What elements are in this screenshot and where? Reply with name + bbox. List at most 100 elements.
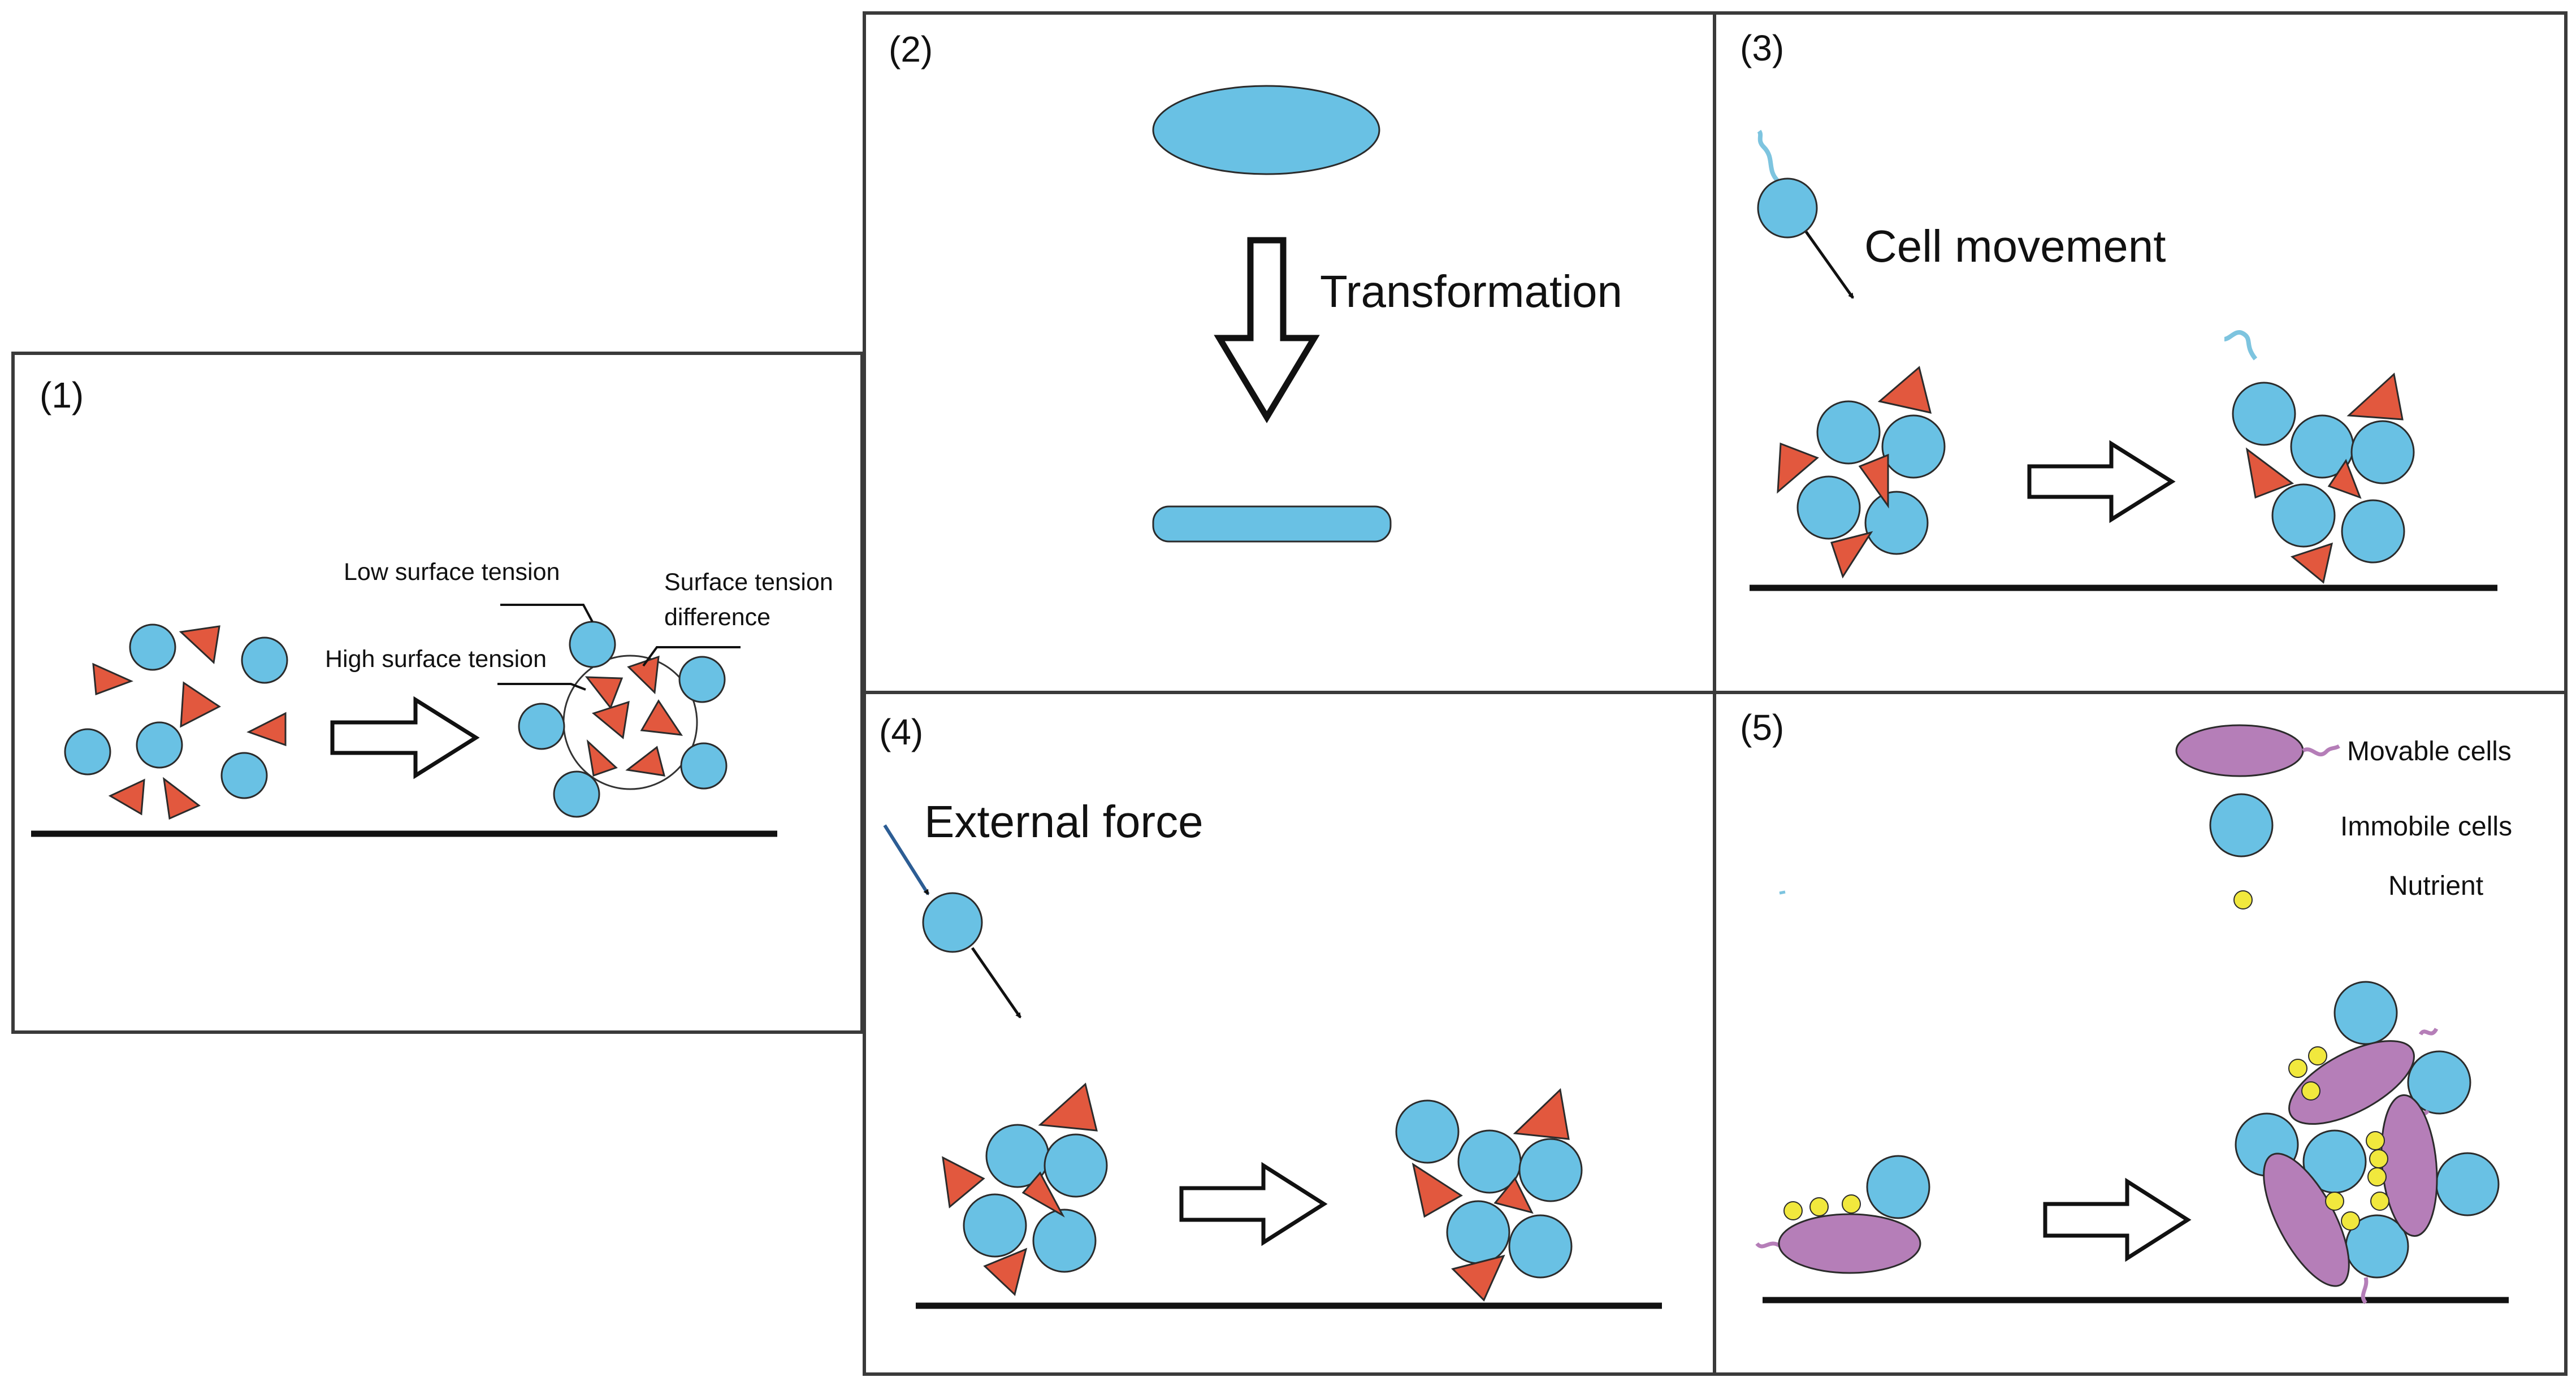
legend-nutrient-label: Nutrient	[2388, 871, 2484, 901]
cell	[2435, 1152, 2500, 1216]
nutrient	[2341, 1211, 2360, 1231]
leader-line	[500, 604, 594, 622]
low-surface-tension-label: Low surface tension	[344, 558, 560, 586]
flagellum	[2418, 1028, 2439, 1036]
cell	[2341, 499, 2405, 564]
nutrient	[2369, 1149, 2388, 1168]
cell	[678, 656, 726, 703]
particle	[586, 739, 618, 777]
cell	[1866, 1155, 1930, 1219]
particle	[591, 700, 630, 739]
movement-arrow	[1804, 231, 1855, 299]
cell	[1508, 1214, 1573, 1279]
surface-tension-difference-label-line2: difference	[664, 604, 771, 631]
surface-tension-difference-label-line1: Surface tension	[664, 569, 833, 596]
nutrient	[2367, 1167, 2387, 1186]
particle	[246, 712, 287, 747]
legend-immobile-cells-label: Immobile cells	[2340, 812, 2513, 842]
cell	[2333, 981, 2398, 1045]
particle	[180, 681, 221, 728]
legend-movable-cell-icon	[2175, 724, 2304, 777]
cell	[518, 703, 565, 750]
cell	[1395, 1099, 1460, 1164]
particle	[1858, 453, 1889, 509]
process-arrow	[330, 696, 480, 779]
cell-rod	[1152, 505, 1392, 543]
cell	[129, 623, 176, 671]
cell	[2232, 382, 2296, 446]
cell	[1816, 400, 1881, 465]
legend-nutrient-icon	[2233, 890, 2253, 909]
external-force-arrow	[883, 824, 930, 895]
nutrient	[2308, 1046, 2327, 1066]
nutrient	[1809, 1197, 1829, 1216]
panel-5-graphics	[1755, 724, 2509, 1305]
movable-cell	[2380, 1094, 2438, 1237]
cell	[220, 752, 268, 799]
particle	[108, 778, 145, 816]
panel-3-label: (3)	[1740, 28, 1785, 68]
nutrient	[2301, 1081, 2320, 1101]
process-arrow	[2043, 1177, 2192, 1262]
particle	[585, 676, 624, 710]
nutrient	[2366, 1131, 2385, 1150]
process-arrow	[2027, 440, 2176, 523]
nutrient	[2370, 1192, 2389, 1211]
particle	[983, 1248, 1028, 1296]
particle	[2346, 373, 2404, 421]
cell	[2350, 420, 2415, 484]
external-force-caption: External force	[924, 796, 1203, 847]
particle	[179, 625, 220, 665]
nutrient	[2325, 1192, 2344, 1211]
panel-4-label: (4)	[879, 712, 924, 752]
movable-cell	[1778, 1213, 1921, 1274]
legend-immobile-cell-icon	[2209, 793, 2274, 857]
nutrient	[1842, 1194, 1861, 1214]
cell	[1044, 1133, 1108, 1198]
particle	[1412, 1162, 1463, 1218]
cell-spherical	[1152, 85, 1380, 175]
panel-1-label: (1)	[40, 375, 84, 415]
cell	[922, 892, 983, 953]
panel-1	[11, 352, 864, 1034]
cell	[2407, 1050, 2471, 1115]
flagellum	[2361, 1277, 2369, 1305]
leader-line	[497, 683, 586, 691]
particle	[1021, 1171, 1065, 1218]
leader-line	[642, 646, 741, 667]
particle	[640, 699, 683, 736]
high-surface-tension-label: High surface tension	[325, 646, 547, 673]
cell	[1864, 491, 1929, 555]
particle	[627, 655, 660, 695]
legend-flagellum	[2302, 744, 2340, 757]
movement-arrow	[971, 947, 1022, 1019]
cell	[963, 1193, 1027, 1258]
panel-1-graphics	[31, 604, 777, 837]
flagellum	[1757, 129, 1780, 183]
panel-2-graphics	[1152, 85, 1392, 543]
legend-movable-cells-label: Movable cells	[2347, 737, 2512, 766]
cell	[64, 728, 111, 776]
particle	[1877, 366, 1932, 414]
particle	[2290, 542, 2333, 584]
particle	[1451, 1254, 1505, 1302]
panel-5-label: (5)	[1740, 707, 1785, 748]
particle	[1493, 1177, 1534, 1214]
movable-cell	[2288, 1040, 2415, 1125]
particle	[942, 1156, 985, 1209]
cell	[1796, 475, 1861, 540]
cell	[136, 721, 183, 769]
particle	[2327, 458, 2362, 499]
flagellum	[2224, 330, 2258, 361]
motile-cell	[1757, 177, 1818, 239]
cell	[553, 770, 600, 818]
panel-4-graphics	[883, 824, 1662, 1309]
cell	[680, 742, 728, 790]
particle	[1038, 1082, 1098, 1132]
cell	[569, 621, 616, 668]
transformation-arrow	[1214, 237, 1320, 423]
cell	[241, 636, 288, 684]
particle	[92, 662, 133, 696]
cell	[1881, 414, 1946, 479]
